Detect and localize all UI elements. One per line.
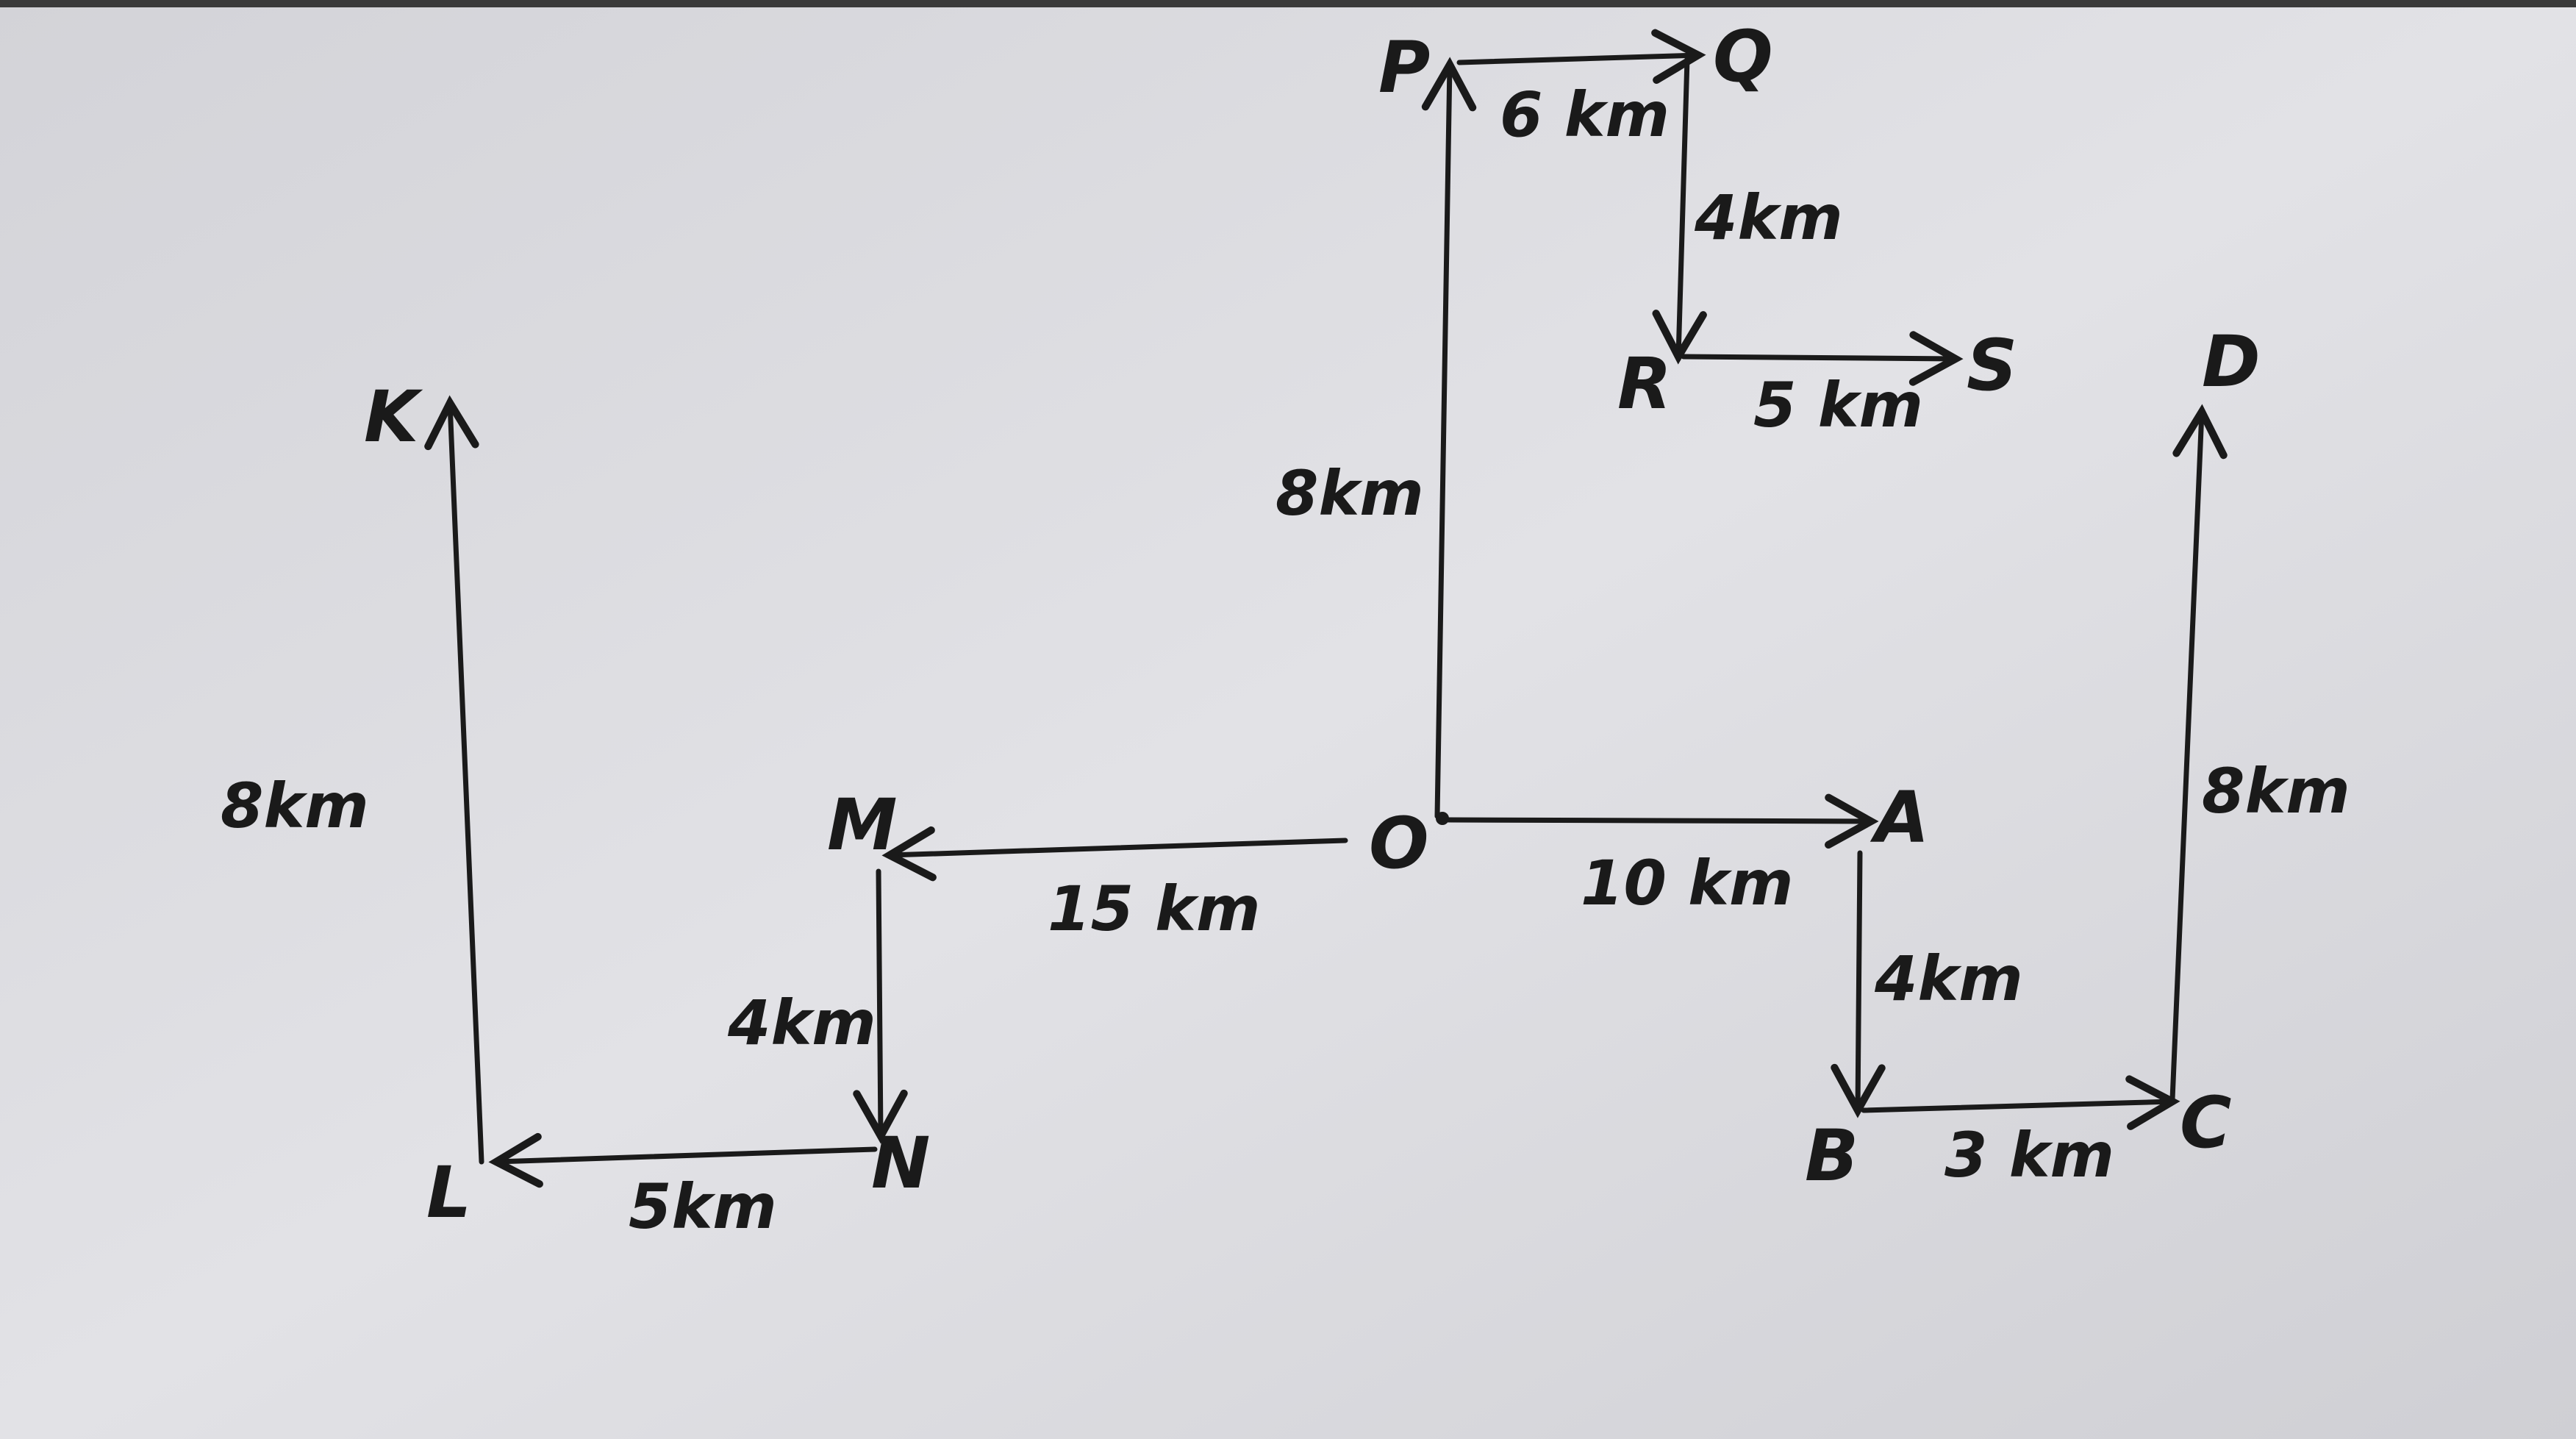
point-p-label: P — [1378, 26, 1430, 109]
point-o-label: O — [1369, 802, 1429, 885]
point-m-label: M — [827, 784, 898, 866]
point-k-label: K — [364, 376, 423, 458]
point-l-label: L — [426, 1151, 471, 1234]
segment-lk — [424, 395, 484, 1165]
point-b-label: B — [1805, 1115, 1858, 1197]
segment-bc — [1861, 1075, 2180, 1130]
distance-rs-label: 5 km — [1753, 369, 1923, 441]
distance-cd-label: 8km — [2202, 755, 2350, 827]
point-a-label: A — [1870, 776, 1929, 859]
segment-mn — [853, 868, 908, 1144]
segment-om — [881, 826, 1348, 882]
distance-mn-label: 4km — [727, 987, 876, 1059]
point-n-label: N — [871, 1122, 930, 1204]
distance-bc-label: 3 km — [1944, 1119, 2114, 1191]
segment-cd — [2169, 404, 2228, 1102]
distance-qr-label: 4km — [1694, 182, 1843, 254]
distance-op-label: 8km — [1276, 457, 1424, 529]
segment-ab — [1831, 850, 1886, 1118]
segment-op — [1421, 57, 1477, 819]
distance-om-label: 15 km — [1048, 873, 1261, 945]
distance-lk-label: 8km — [221, 770, 369, 842]
distance-pq-label: 6 km — [1500, 79, 1670, 151]
point-c-label: C — [2180, 1082, 2231, 1164]
point-s-label: S — [1967, 324, 2017, 407]
segment-qr — [1652, 56, 1707, 365]
segment-oa — [1445, 793, 1879, 849]
point-d-label: D — [2202, 321, 2261, 403]
distance-nl-label: 5km — [629, 1171, 777, 1243]
distance-ab-label: 4km — [1874, 943, 2023, 1015]
origin-dot — [1436, 812, 1449, 825]
segment-nl — [488, 1132, 878, 1188]
top-dark-strip — [0, 0, 2576, 7]
distance-oa-label: 10 km — [1581, 847, 1794, 919]
segment-rs — [1681, 331, 1964, 386]
point-r-label: R — [1617, 343, 1672, 425]
point-q-label: Q — [1713, 15, 1773, 98]
segment-pq — [1456, 29, 1706, 84]
